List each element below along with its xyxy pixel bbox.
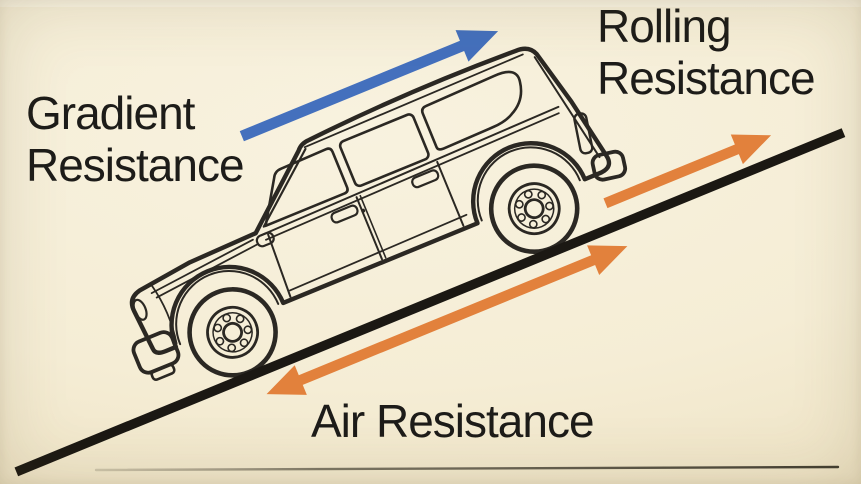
quarter-window [420,70,523,151]
front-door-handle [330,204,359,224]
rolling-arrow-head [730,134,772,165]
rocker-line [289,213,468,292]
rolling-resistance-label: Rolling Resistance [597,0,816,104]
air-resistance-label: Air Resistance [311,395,595,447]
gradient-resistance-label-line2: Resistance [26,139,245,191]
rolling-resistance-label-line1: Rolling [597,0,732,52]
belt-line-upper [259,105,560,237]
belt-line-lower [265,112,560,241]
gradient-resistance-label-line1: Gradient [26,87,195,139]
front-door-front-seam [267,233,292,298]
tailgate-seam [533,56,601,159]
rolling-resistance-label-line2: Resistance [597,52,816,104]
door-seam-mid-b [359,194,387,259]
keyhole-dot [361,208,366,213]
windshield [262,147,307,228]
door-seam-mid-a [355,196,383,261]
rear-door-handle [411,169,440,189]
hood-line-a [150,238,254,295]
rear-door-window [338,113,430,188]
fender-seam [150,284,178,345]
air-arrow-head-down [266,365,307,395]
rear-door-seam [436,160,465,227]
rolling-resistance-arrow [603,134,772,209]
incline-road [14,128,846,477]
air-resistance-arrow [266,245,628,395]
rear-fender-trim [476,146,581,222]
air-arrow-head-up [587,245,628,275]
roof-drip-rail [303,53,524,149]
front-door-window [264,147,349,228]
ground-shadow-line [94,465,840,472]
gradient-resistance-arrow [239,30,499,142]
hood-line-b [155,243,258,299]
gradient-arrow-head [455,30,499,62]
side-mirror [255,231,275,248]
car-body-outline [129,46,612,355]
gradient-resistance-label: Gradient Resistance [26,87,245,191]
front-fender-trim [175,270,280,346]
rear-bumper [590,149,628,182]
headlight [132,298,148,321]
suv-illustration [129,46,628,382]
tail-light [573,112,594,155]
rear-wheel [488,163,580,254]
front-bumper-lip [150,363,176,382]
